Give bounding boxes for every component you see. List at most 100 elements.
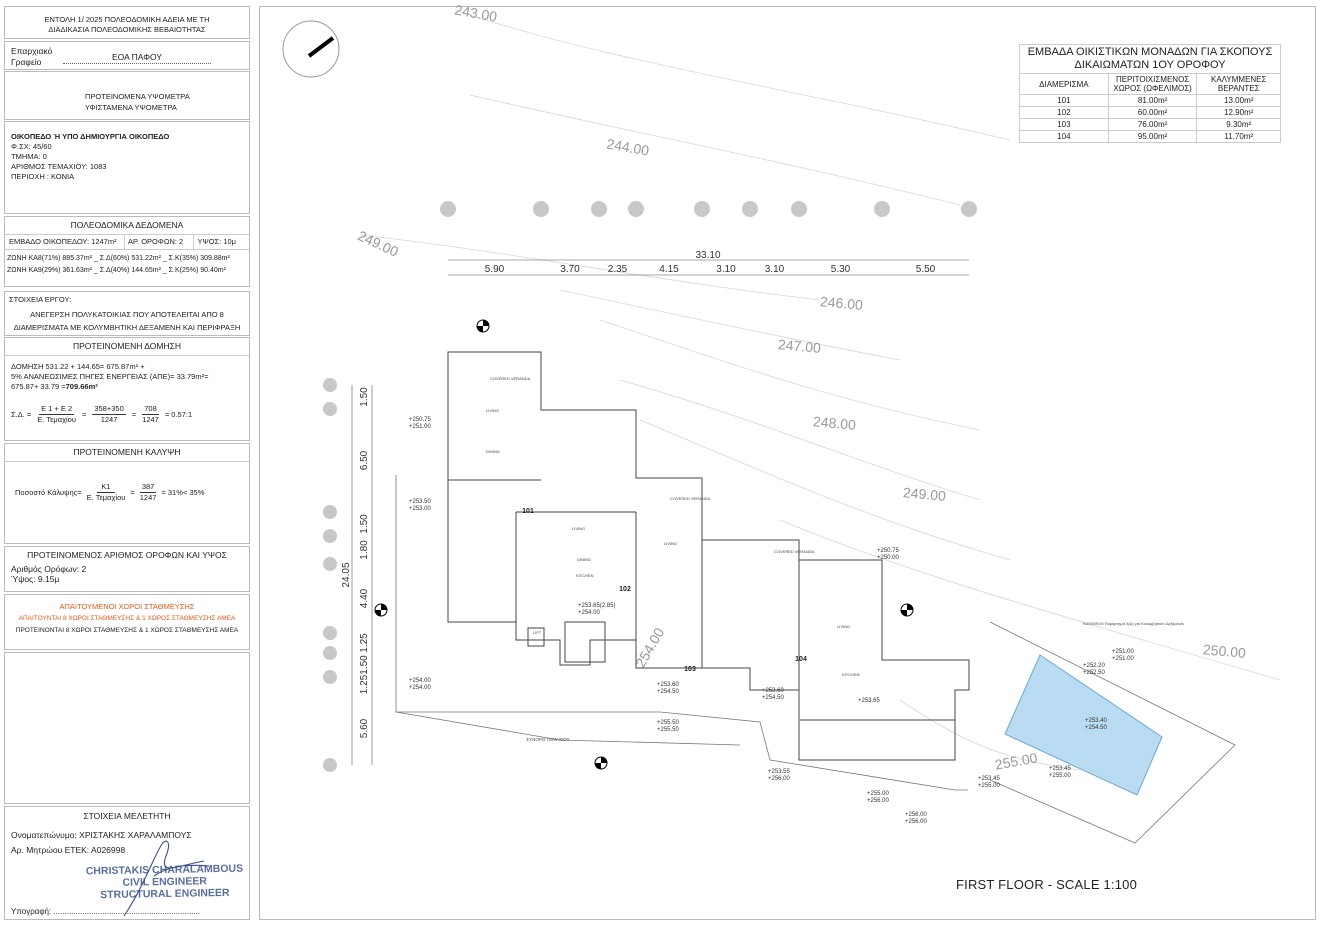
- area-title-1: ΕΜΒΑΔΑ ΟΙΚΙΣΤΙΚΩΝ ΜΟΝΑΔΩΝ ΓΙΑ ΣΚΟΠΟΥΣ: [1027, 46, 1273, 58]
- top-dim-label: 5.90: [485, 264, 505, 275]
- build-line-2: 5% ΑΝΑΝΕΩΣΙΜΕΣ ΠΗΓΕΣ ΕΝΕΡΓΕΙΑΣ (ΑΠΕ)= 33…: [11, 372, 209, 381]
- level-label-existing: +256.00: [905, 819, 928, 825]
- level-label-existing: +255.50: [657, 727, 680, 733]
- sd-den-3: 1247: [142, 415, 159, 424]
- cover-num-1: Κ1: [97, 482, 115, 493]
- contour-label: 249.00: [902, 484, 946, 504]
- planning-area: ΕΜΒΑΔΟ ΟΙΚΟΠΕΔΟΥ: 1247m²: [5, 235, 125, 249]
- level-label-existing: +254.00: [409, 685, 432, 691]
- left-dim-label: 6.50: [359, 450, 370, 470]
- unit-label: 103: [684, 666, 696, 673]
- level-label-proposed: +255.00: [867, 791, 890, 797]
- level-label-proposed: +253.60: [657, 682, 680, 688]
- sd-num-2: 358+350: [92, 404, 126, 415]
- left-dim-label: 4.40: [359, 588, 370, 608]
- cell-unit: 101: [1019, 94, 1109, 107]
- contour-label: 243.00: [453, 1, 498, 24]
- header-line-1: ΕΝΤΟΛΗ 1/ 2025 ΠΟΛΕΟΔΟΜΙΚΗ ΑΔΕΙΑ ΜΕ ΤΗ: [44, 15, 210, 24]
- cell-enclosed: 95.00m²: [1107, 130, 1198, 143]
- left-dim-label: 1.50: [359, 655, 370, 675]
- project-line-1: ΑΝΕΓΕΡΣΗ ΠΟΛΥΚΑΤΟΙΚΙΑΣ ΠΟΥ ΑΠΟΤΕΛΕΙΤΑΙ Α…: [30, 310, 224, 319]
- build-title: ΠΡΟΤΕΙΝΟΜΕΝΗ ΔΟΜΗΣΗ: [5, 338, 249, 356]
- level-label-proposed: +253.40: [1085, 718, 1108, 724]
- cell-enclosed: 81.00m²: [1107, 94, 1198, 107]
- room-label: COVERED VERANDA: [670, 496, 711, 501]
- room-label: LIVING: [486, 408, 499, 413]
- cover-num-2: 387: [139, 482, 157, 493]
- level-label-proposed: +252.20: [1083, 663, 1106, 669]
- left-dim-label: 1.50: [359, 514, 370, 534]
- parking-proposed: ΠΡΟΤΕΙΝΟΝΤΑΙ 8 ΧΩΡΟΙ ΣΤΑΘΜΕΥΣΗΣ & 1 ΧΩΡΟ…: [15, 627, 239, 634]
- cover-result: = 31%< 35%: [161, 487, 205, 497]
- contour-labels: 243.00244.00249.00246.00247.00248.00249.…: [355, 1, 1246, 772]
- level-label-proposed: +253.65(2.85): [578, 603, 616, 609]
- left-dim-label: 1.25: [359, 633, 370, 653]
- room-label: KITCHEN: [576, 573, 594, 578]
- contour-label: 248.00: [812, 413, 856, 433]
- top-dim-label: 3.10: [765, 264, 785, 275]
- cell-enclosed: 60.00m²: [1107, 106, 1198, 119]
- level-label-proposed: +251.00: [1112, 649, 1135, 655]
- room-label: LIVING: [664, 541, 677, 546]
- level-marker-icon: [900, 603, 914, 617]
- room-label: KITCHEN: [842, 672, 860, 677]
- room-label: LIFT: [533, 630, 542, 635]
- level-marker-icon: [476, 319, 490, 333]
- office-label-2: Γραφείο: [11, 57, 42, 67]
- plot-area: ΠΕΡΙΟΧΗ : ΚΟΝΙΑ: [11, 172, 75, 181]
- contour-lines: [359, 9, 1281, 771]
- cell-unit: 102: [1019, 106, 1109, 119]
- planning-zone-1: ΖΩΝΗ ΚΑ8(71%) 885.37m² _ Σ.Δ(60%) 531.22…: [7, 255, 230, 262]
- top-dim-label: 3.70: [560, 264, 580, 275]
- blank-box: [4, 652, 250, 804]
- dimension-lines: [351, 259, 969, 765]
- north-arrow-icon: [282, 20, 340, 78]
- room-label: COVERED VERANDA: [774, 549, 815, 554]
- level-label-proposed: +255.50: [657, 720, 680, 726]
- left-total-dim: 24.05: [341, 562, 352, 587]
- floors-title: ΠΡΟΤΕΙΝΟΜΕΝΟΣ ΑΡΙΘΜΟΣ ΟΡΟΦΩΝ ΚΑΙ ΥΨΟΣ: [27, 550, 227, 560]
- cell-covered: 13.00m²: [1196, 94, 1281, 107]
- level-label-existing: +251.00: [1112, 656, 1135, 662]
- level-label-existing: +254.50: [762, 695, 785, 701]
- sd-num-3: 708: [142, 404, 159, 415]
- drawing-frame: [259, 6, 1316, 920]
- build-line-1: ΔΟΜΗΣΗ 531.22 + 144.65= 675.87m² +: [11, 362, 145, 371]
- level-label-proposed: +253.45: [1049, 766, 1072, 772]
- room-label: DINING: [486, 449, 500, 454]
- room-label: LIVING: [837, 624, 850, 629]
- planning-box: ΠΟΛΕΟΔΟΜΙΚΑ ΔΕΔΟΜΕΝΑ ΕΜΒΑΔΟ ΟΙΚΟΠΕΔΟΥ: 1…: [4, 216, 250, 287]
- top-dim-label: 4.15: [659, 264, 679, 275]
- level-label-proposed: +250.75: [877, 548, 900, 554]
- study-name: Ονοματεπώνυμο: ΧΡΙΣΤΑΚΗΣ ΧΑΡΑΛΑΜΠΟΥΣ: [11, 830, 192, 840]
- room-label: COVERED VERANDA: [490, 376, 531, 381]
- build-box: ΠΡΟΤΕΙΝΟΜΕΝΗ ΔΟΜΗΣΗ ΔΟΜΗΣΗ 531.22 + 144.…: [4, 337, 250, 441]
- cover-den-1: Ε. Τεμαχίου: [86, 493, 126, 502]
- planning-title: ΠΟΛΕΟΔΟΜΙΚΑ ΔΕΔΟΜΕΝΑ: [5, 217, 249, 235]
- project-title: ΣΤΟΙΧΕΙΑ ΕΡΓΟΥ:: [9, 295, 72, 304]
- col-header-unit: ΔΙΑΜΕΡΙΣΜΑ: [1019, 73, 1109, 95]
- contour-label: 250.00: [1202, 641, 1246, 661]
- col-header-enclosed: ΠΕΡΙΤΟΙΧΙΣΜΕΝΟΣ ΧΩΡΟΣ (ΩΦΕΛΙΜΟΣ): [1107, 73, 1198, 95]
- plot-section: ΤΜΗΜΑ: 0: [11, 152, 47, 161]
- col-header-covered: ΚΑΛΥΜΜΕΝΕΣ ΒΕΡΑΝΤΕΣ: [1196, 73, 1281, 95]
- level-label-proposed: +253.60: [762, 688, 785, 694]
- level-label-existing: +252.50: [1083, 670, 1106, 676]
- study-signature: Υπογραφή: ..............................…: [11, 907, 201, 916]
- plot-number: ΑΡΙΘΜΟΣ ΤΕΜΑΧΙΟΥ: 1083: [11, 162, 107, 171]
- floors-count: Αριθμός Ορόφων: 2: [11, 564, 87, 574]
- unit-label: 102: [619, 586, 631, 593]
